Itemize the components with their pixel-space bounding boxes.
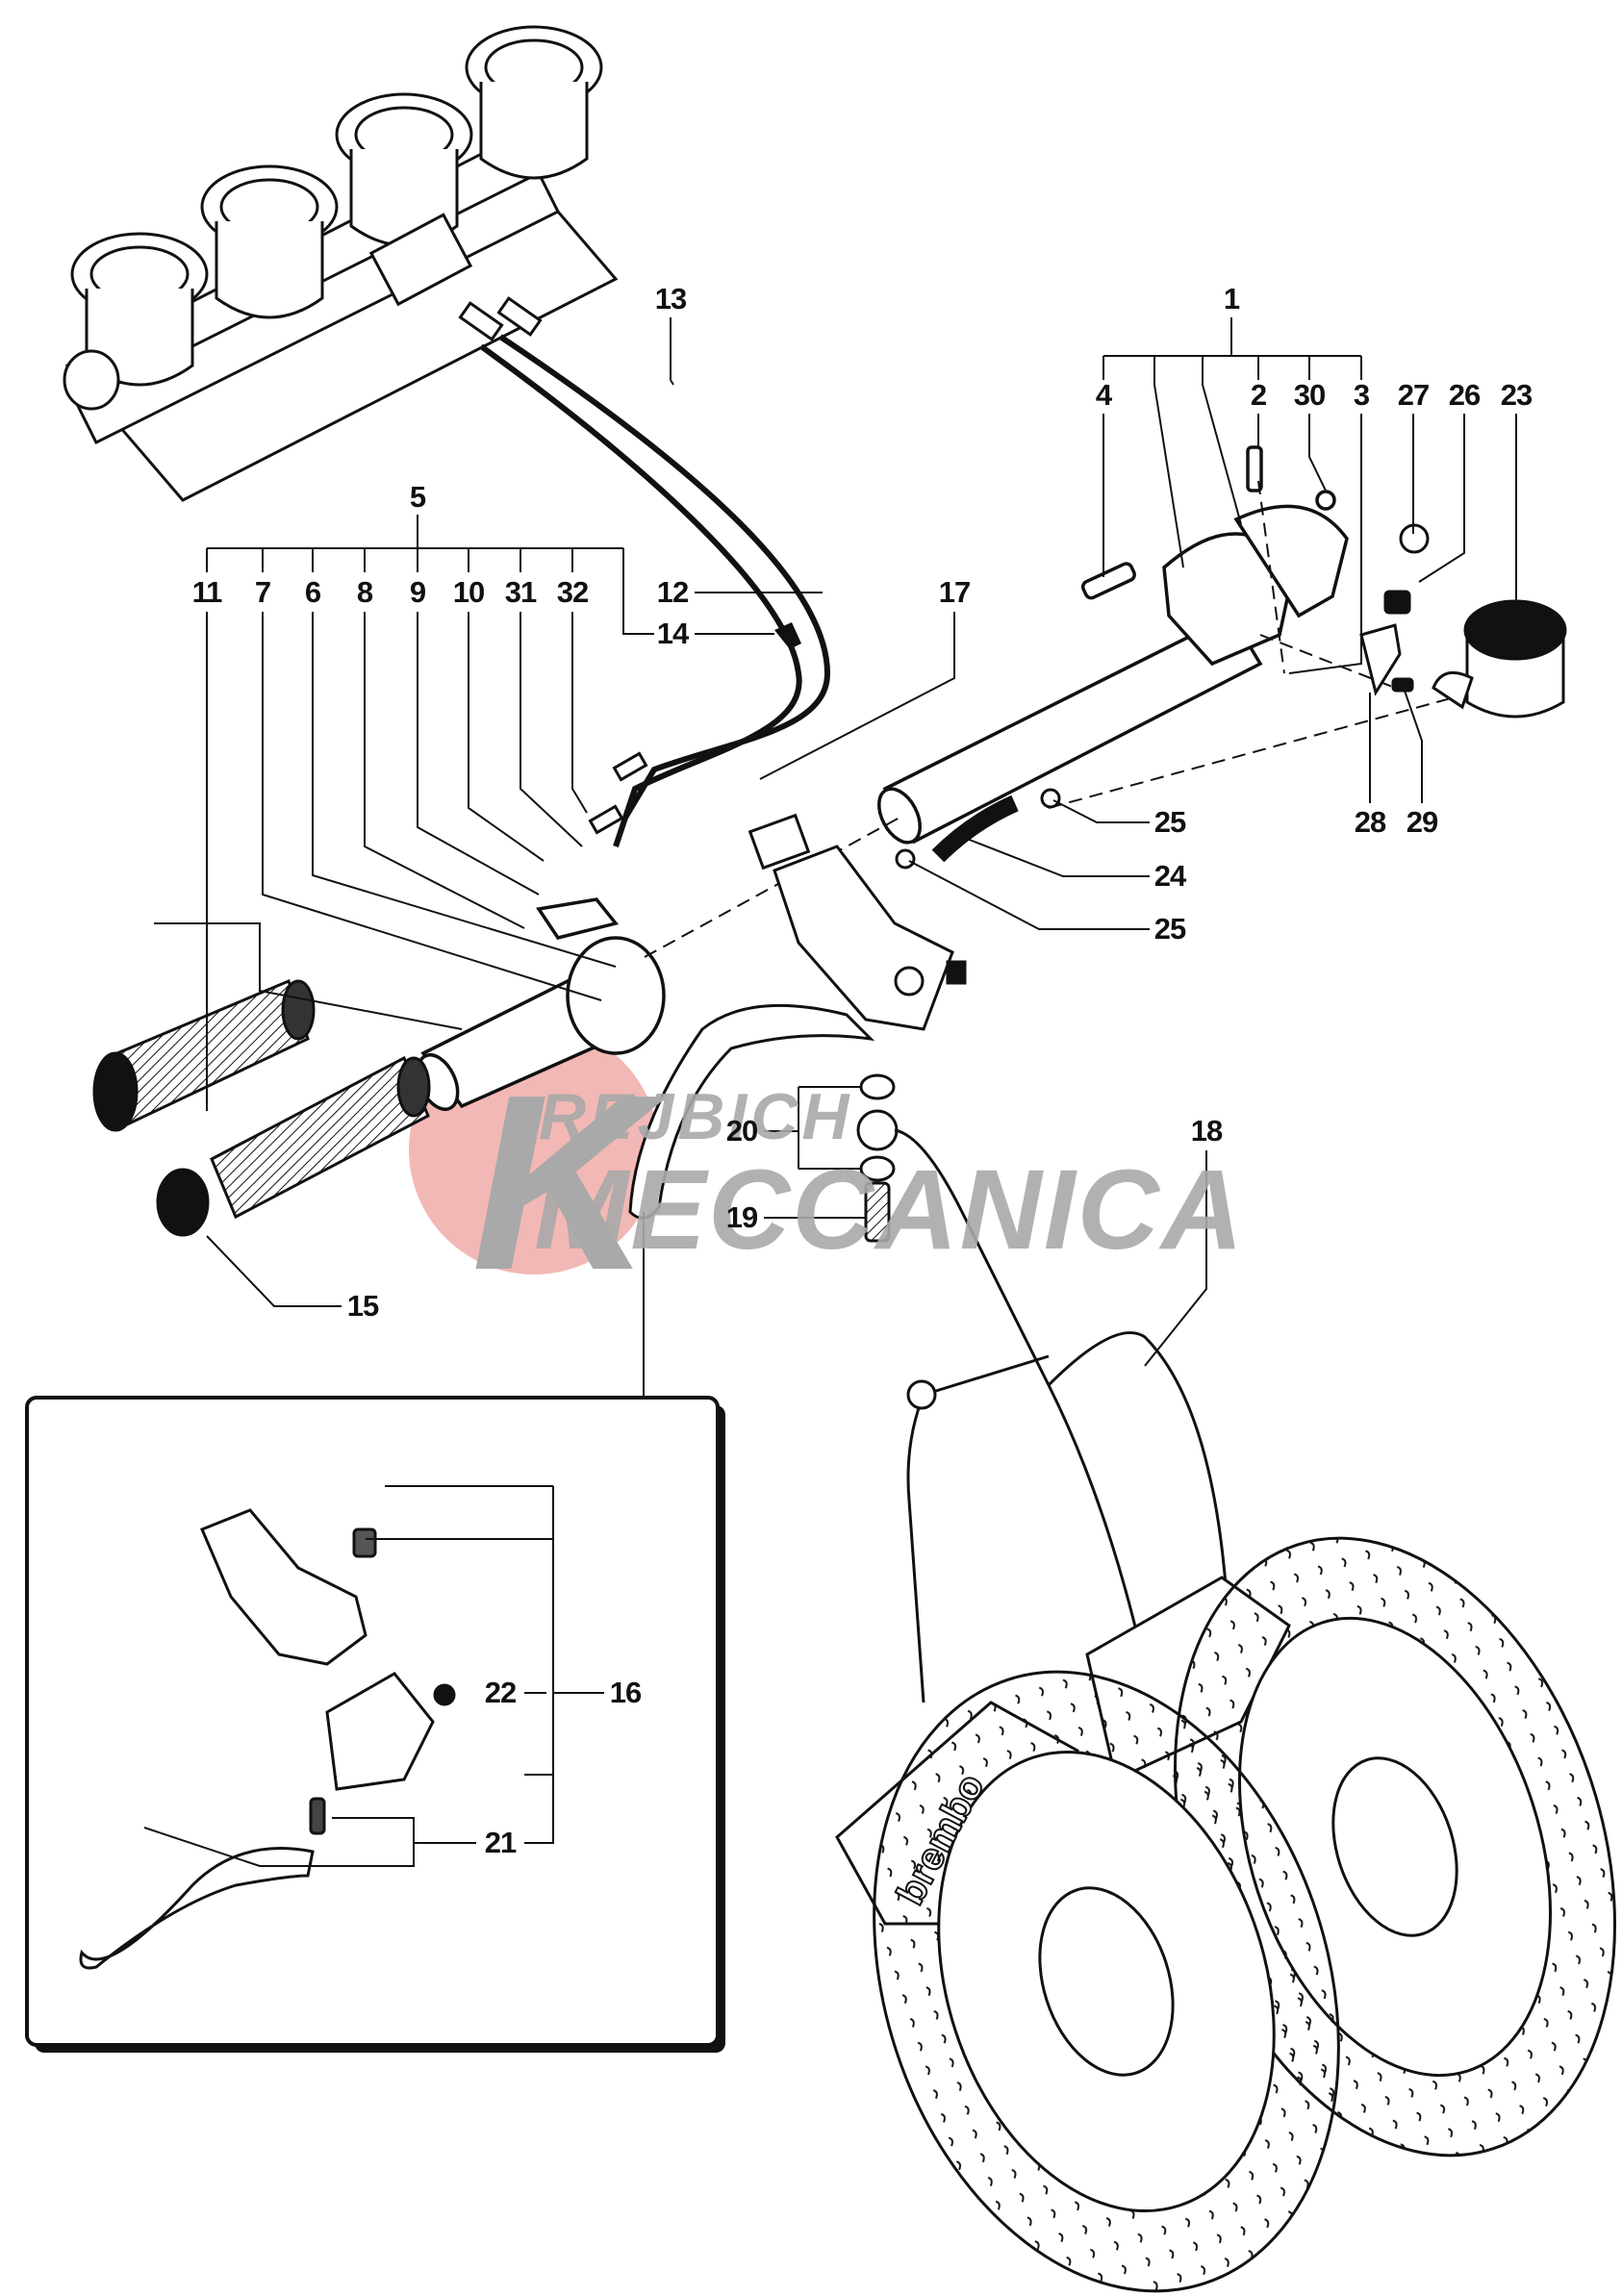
callout-13: 13 [654, 282, 687, 315]
callout-4: 4 [1095, 378, 1112, 412]
leader-lines [143, 317, 1517, 1867]
brake-discs [873, 1536, 1616, 2293]
right-handlebar [877, 445, 1349, 845]
callout-21: 21 [484, 1826, 517, 1859]
inset-master-cylinder [79, 1508, 456, 1970]
callout-18: 18 [1190, 1114, 1223, 1148]
cable-fittings [458, 296, 648, 835]
callout-16: 16 [609, 1676, 642, 1709]
callout-6: 6 [304, 575, 321, 609]
callout-2: 2 [1250, 378, 1267, 412]
brake-fluid-reservoir [1432, 599, 1567, 719]
handlebar-grips [92, 978, 431, 1237]
callout-5: 5 [409, 480, 426, 514]
callout-32: 32 [556, 575, 589, 609]
left-handlebar [416, 897, 666, 1111]
breather-hose [931, 795, 1019, 863]
cable-clip [774, 622, 801, 649]
brake-master-cylinder [748, 813, 967, 1031]
callout-11: 11 [191, 575, 223, 609]
watermark-line2: MECCANICA [534, 1147, 1246, 1274]
callout-1: 1 [1223, 282, 1240, 315]
callout-25-upper: 25 [1153, 805, 1186, 839]
callout-19: 19 [725, 1200, 758, 1234]
callout-23: 23 [1500, 378, 1533, 412]
banjo-fitting [856, 1073, 899, 1243]
callout-12: 12 [656, 575, 689, 609]
callout-28: 28 [1354, 805, 1386, 839]
assembly-dash-line [1257, 480, 1285, 674]
callout-29: 29 [1406, 805, 1438, 839]
callout-30: 30 [1293, 378, 1326, 412]
callout-10: 10 [452, 575, 485, 609]
callout-31: 31 [504, 575, 537, 609]
callout-25-lower: 25 [1153, 912, 1186, 946]
throttle-body-assembly [63, 25, 619, 502]
callout-9: 9 [409, 575, 426, 609]
callout-22: 22 [484, 1676, 517, 1709]
hose-clip [1040, 788, 1061, 809]
watermark-initial: K [471, 1044, 652, 1323]
callout-27: 27 [1397, 378, 1430, 412]
callout-26: 26 [1448, 378, 1481, 412]
assembly-dash-line [1259, 634, 1396, 689]
callout-8: 8 [356, 575, 373, 609]
watermark-line1: REJBICH [539, 1080, 853, 1153]
callout-3: 3 [1353, 378, 1370, 412]
hose-clip [895, 848, 916, 870]
assembly-dash-line [1048, 692, 1473, 809]
reservoir-cap-parts [1359, 523, 1430, 696]
callout-24: 24 [1153, 859, 1186, 893]
callout-7: 7 [254, 575, 271, 609]
callout-15: 15 [346, 1289, 379, 1323]
callout-17: 17 [938, 575, 971, 609]
throttle-cables [479, 334, 831, 847]
callout-20: 20 [725, 1114, 758, 1148]
callout-14: 14 [656, 617, 689, 650]
brake-hose [894, 1128, 1229, 1713]
assembly-dash-line [644, 817, 900, 958]
